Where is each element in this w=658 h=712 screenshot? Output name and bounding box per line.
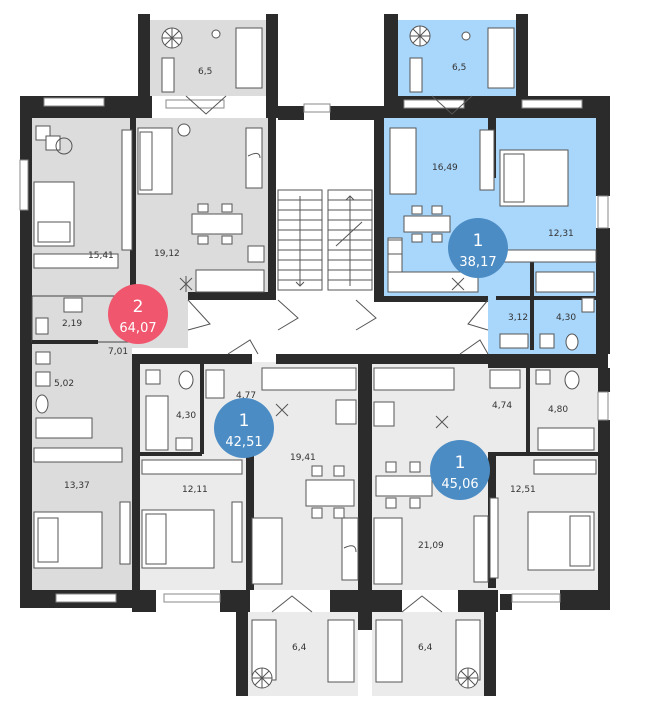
toilet-icon — [565, 333, 579, 351]
toilet-icon — [178, 370, 194, 390]
area-balcony-top-right: 6,5 — [452, 63, 466, 73]
washing-machine-icon — [539, 333, 555, 349]
apartment-badge-mid-right[interactable]: 1 45,06 — [430, 440, 490, 500]
bathtub-icon — [535, 271, 595, 293]
table-icon — [305, 465, 355, 519]
area-kitchen-mid-left: 19,41 — [290, 453, 316, 463]
area-hall-left: 7,01 — [108, 347, 128, 357]
snowflake-icon — [435, 415, 449, 429]
sink-icon — [35, 351, 51, 365]
table-icon — [375, 461, 433, 509]
area-bedroom-mid-right: 12,51 — [510, 485, 536, 495]
area-bedroom-mid-left: 12,11 — [182, 485, 208, 495]
bathtub-icon — [145, 395, 169, 451]
area-bath-left: 5,02 — [54, 379, 74, 389]
stove-icon — [335, 399, 357, 425]
bed-icon — [33, 181, 75, 247]
area-bath-top-left: 2,19 — [62, 319, 82, 329]
area-balcony-top-left: 6,5 — [198, 67, 212, 77]
area-bedroom-left-bottom: 13,37 — [64, 481, 90, 491]
area-bath-mid-right: 4,80 — [548, 405, 568, 415]
furniture — [33, 25, 597, 689]
plant-icon — [409, 25, 431, 47]
stove-icon — [387, 239, 403, 255]
apartment-badge-2room[interactable]: 2 64,07 — [108, 284, 168, 344]
area-balcony-bottom-left: 6,4 — [292, 643, 307, 653]
bed-icon — [527, 511, 595, 571]
bathtub-icon — [35, 417, 93, 439]
table-icon — [191, 203, 243, 245]
bathtub-icon — [537, 427, 595, 451]
sofa-icon — [251, 517, 283, 585]
area-hall-mid-right: 4,74 — [492, 401, 512, 411]
washing-machine-icon — [35, 371, 51, 387]
bed-icon — [33, 511, 103, 569]
badge-area: 42,51 — [225, 435, 262, 450]
toilet-icon — [35, 394, 49, 414]
badge-rooms: 1 — [473, 231, 484, 251]
toilet-icon — [564, 370, 580, 390]
plant-icon — [161, 27, 183, 49]
room-labels: 6,5 6,5 15,41 19,12 2,19 7,01 5,02 13,37… — [54, 63, 576, 653]
plant-icon — [457, 667, 479, 689]
apartment-badge-mid-left[interactable]: 1 42,51 — [214, 398, 274, 458]
stairs-icon — [277, 189, 373, 291]
snowflake-icon — [179, 276, 193, 292]
washing-machine-icon — [145, 369, 161, 385]
sofa-icon — [389, 127, 417, 195]
snowflake-icon — [451, 277, 465, 291]
sofa-icon — [373, 517, 403, 585]
badge-rooms: 1 — [239, 411, 250, 431]
apartment-badge-blue[interactable]: 1 38,17 — [448, 218, 508, 278]
badge-area: 45,06 — [441, 477, 478, 492]
area-bedroom-top-left: 15,41 — [88, 251, 114, 261]
stove-icon — [247, 245, 265, 263]
stove-icon — [373, 401, 395, 427]
area-bedroom-top-right: 12,31 — [548, 229, 574, 239]
badge-rooms: 1 — [455, 453, 466, 473]
sofa-icon — [137, 127, 173, 195]
area-kitchen-top-left: 19,12 — [154, 249, 180, 259]
area-balcony-bottom-right: 6,4 — [418, 643, 433, 653]
area-bath-mid-left: 4,30 — [176, 411, 196, 421]
bed-icon — [141, 509, 215, 569]
table-icon — [403, 205, 451, 243]
badge-area: 64,07 — [119, 321, 156, 336]
area-bath-top-right: 4,30 — [556, 313, 576, 323]
sink-icon — [581, 297, 595, 313]
snowflake-icon — [275, 403, 289, 417]
badge-area: 38,17 — [459, 255, 496, 270]
badge-rooms: 2 — [133, 297, 144, 317]
area-kitchen-top-right: 16,49 — [432, 163, 458, 173]
doors — [185, 95, 489, 613]
plant-icon — [251, 667, 273, 689]
area-hall-mid-left: 4,77 — [236, 391, 256, 401]
area-hall-top-right: 3,12 — [508, 313, 528, 323]
bed-icon — [499, 149, 569, 207]
toilet-icon — [35, 317, 49, 335]
washing-machine-icon — [535, 369, 551, 385]
area-kitchen-mid-right: 21,09 — [418, 541, 444, 551]
